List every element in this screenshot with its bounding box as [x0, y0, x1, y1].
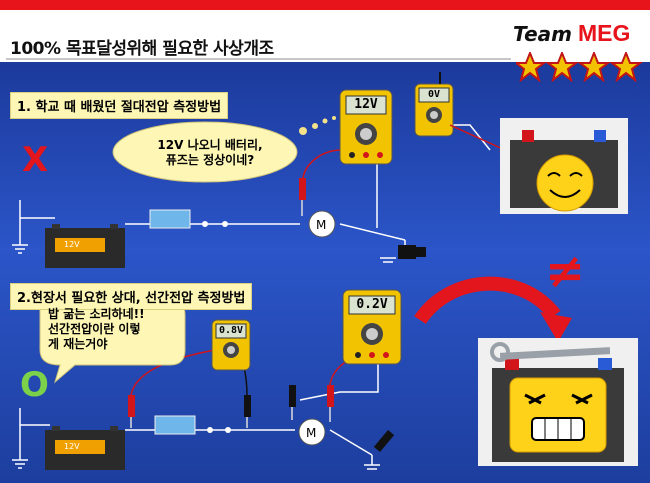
- page-title: 100% 목표달성위해 필요한 사상개조: [10, 39, 274, 59]
- star-icon: [545, 52, 579, 82]
- bubble2-line3: 게 재는거야: [48, 337, 108, 351]
- title-divider: [6, 58, 511, 60]
- wrench-icon: [490, 342, 611, 362]
- bubble2-line1: 밥 굶는 소리하네!!: [48, 307, 145, 321]
- curved-arrow-icon: [414, 276, 572, 342]
- not-equal-sign: ≠: [545, 243, 586, 299]
- happy-face-icon: [536, 154, 594, 212]
- meter1-small-reading: 0V: [420, 89, 448, 101]
- battery-icon: [478, 338, 638, 466]
- bubble2-line2: 선간전압이란 이렇: [48, 322, 141, 336]
- logo-meg-text: MEG: [578, 20, 631, 46]
- ground-icon: [364, 464, 380, 470]
- meter2-small-reading: 0.8V: [217, 325, 245, 337]
- thought-dots: [299, 116, 336, 135]
- red-probe-icon: [327, 354, 361, 422]
- motor-icon: M: [298, 418, 326, 446]
- speech-bubble-1: [112, 121, 298, 183]
- ground-icon: [380, 257, 396, 263]
- fuse-icon: [154, 415, 231, 435]
- black-probe-icon: [398, 245, 426, 259]
- battery1-label: 12V: [64, 240, 80, 249]
- battery2-label: 12V: [64, 442, 80, 451]
- meter2-main-reading: 0.2V: [350, 297, 394, 313]
- correct-mark: O: [20, 365, 49, 405]
- bubble1-line1: 12V 나오니 배터리,: [157, 138, 263, 152]
- ground-icon: [12, 244, 28, 254]
- top-red-bar: [0, 0, 650, 10]
- star-icon: [609, 52, 643, 82]
- ground-icon: [12, 459, 28, 469]
- angry-face-icon: [509, 377, 607, 453]
- svg-text:M: M: [316, 218, 326, 232]
- fuse-icon: [149, 209, 228, 229]
- red-probe-icon: [128, 349, 216, 428]
- svg-text:M: M: [306, 426, 316, 440]
- battery-icon: [45, 426, 125, 470]
- section1-label: 1. 학교 때 배웠던 절대전압 측정방법: [10, 92, 229, 119]
- motor-icon: M: [308, 210, 336, 238]
- title-bar: [0, 10, 650, 62]
- bubble1-line2: 퓨즈는 정상이네?: [165, 153, 255, 167]
- black-probe-icon: [289, 385, 296, 420]
- logo-stars: [516, 52, 643, 82]
- red-probe-icon: [299, 149, 343, 216]
- star-icon: [516, 52, 547, 82]
- speech-bubble-1-text: 12V 나오니 배터리, 퓨즈는 정상이네?: [145, 138, 275, 168]
- battery-icon: [500, 118, 628, 214]
- logo-team-text: Team: [513, 22, 572, 46]
- star-icon: [577, 52, 611, 82]
- battery-icon: [45, 224, 125, 268]
- meter1-main-reading: 12V: [347, 97, 385, 113]
- section2-label: 2.현장서 필요한 상대, 선간전압 측정방법: [10, 283, 253, 310]
- black-probe-icon: [373, 430, 395, 452]
- wrong-mark: X: [22, 140, 49, 180]
- speech-bubble-2-text: 밥 굶는 소리하네!! 선간전압이란 이렇 게 재는거야: [48, 307, 183, 352]
